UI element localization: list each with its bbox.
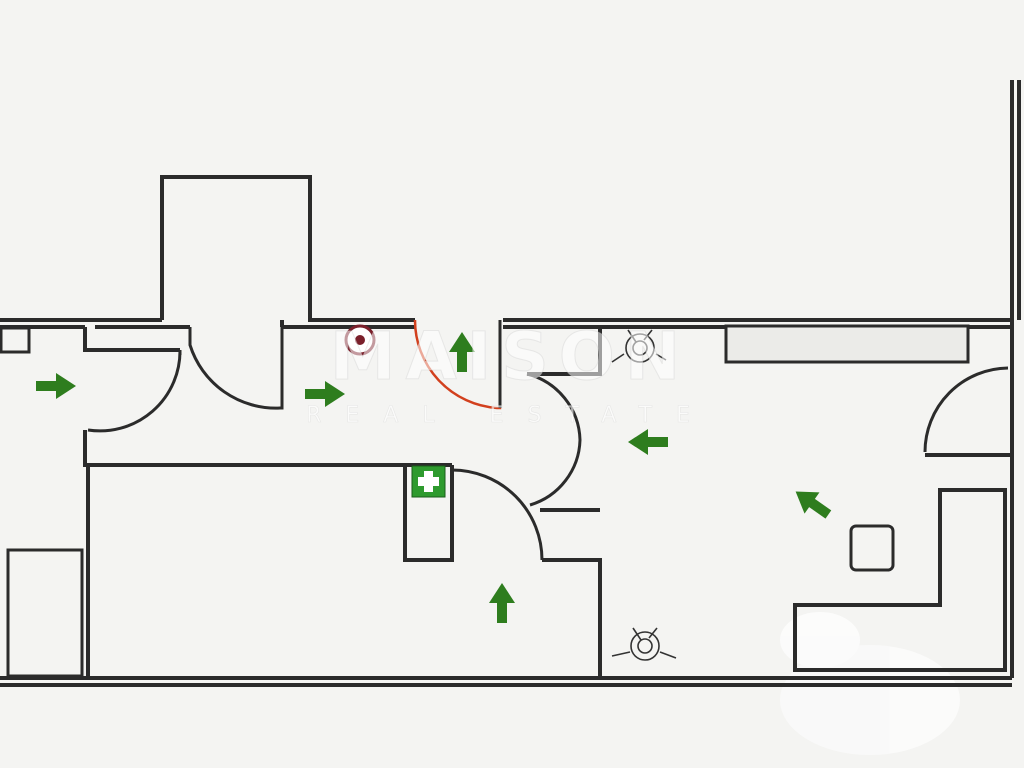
fire-extinguisher-icon	[611, 329, 667, 363]
evacuation-arrow-icon	[628, 429, 668, 455]
evacuation-arrow-icon	[305, 381, 345, 407]
evacuation-arrow-icon	[449, 332, 475, 372]
counter	[724, 324, 970, 364]
first-aid-icon	[411, 465, 446, 498]
evacuation-arrow-icon	[489, 583, 515, 623]
fire-alarm-icon	[344, 324, 376, 356]
evacuation-arrow-icon	[36, 373, 76, 399]
doors	[87, 327, 1009, 561]
paper-damage	[780, 612, 960, 755]
walls	[0, 80, 1021, 687]
fire-extinguisher-icon	[611, 627, 677, 661]
table	[849, 524, 895, 572]
red-door-swing	[413, 319, 502, 410]
evacuation-arrow-icon	[788, 480, 836, 526]
